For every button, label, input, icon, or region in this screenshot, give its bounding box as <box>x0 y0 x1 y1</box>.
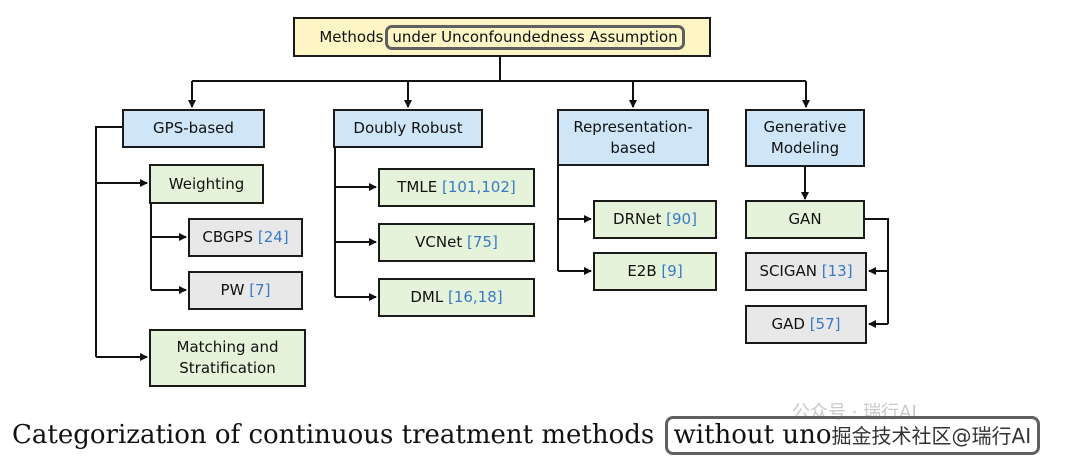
method-pw-ref: [7] <box>249 281 271 299</box>
method-tmle-ref: [101,102] <box>442 178 516 196</box>
method-matching-line2: Stratification <box>179 359 276 377</box>
root-highlight: under Unconfoundedness Assumption <box>385 24 685 50</box>
method-scigan-name: SCIGAN <box>759 262 817 280</box>
method-gad: GAD [57] <box>745 305 867 344</box>
category-doubly-robust: Doubly Robust <box>333 109 483 148</box>
method-dml: DML [16,18] <box>378 278 535 317</box>
root-node: Methods under Unconfoundedness Assumptio… <box>293 17 711 57</box>
method-tmle: TMLE [101,102] <box>378 168 535 207</box>
method-e2b-name: E2B <box>627 262 657 280</box>
method-gan-label: GAN <box>788 210 822 228</box>
method-cbgps-ref: [24] <box>257 228 289 246</box>
category-representation-line1: Representation- <box>573 117 693 136</box>
caption-highlight-text: without uno <box>673 420 832 450</box>
method-vcnet-ref: [75] <box>467 233 498 251</box>
category-generative-line2: Modeling <box>770 139 840 157</box>
method-drnet-name: DRNet <box>613 210 662 228</box>
caption-highlight: without uno掘金技术社区@瑞行AI <box>664 416 1041 455</box>
method-vcnet: VCNet [75] <box>378 223 535 262</box>
connector-gps-spine <box>95 126 122 357</box>
method-gad-ref: [57] <box>809 315 841 333</box>
category-gps-based-label: GPS-based <box>153 119 234 137</box>
method-dml-name: DML <box>410 288 444 306</box>
method-e2b: E2B [9] <box>593 252 717 291</box>
method-e2b-ref: [9] <box>661 262 683 280</box>
category-representation-line2: based <box>610 138 656 157</box>
method-drnet-ref: [90] <box>666 210 697 228</box>
category-gps-based: GPS-based <box>122 109 265 148</box>
method-scigan: SCIGAN [13] <box>745 252 867 291</box>
method-vcnet-name: VCNet <box>415 233 463 251</box>
method-gan: GAN <box>745 200 865 239</box>
method-cbgps: CBGPS [24] <box>188 218 303 257</box>
category-doubly-robust-label: Doubly Robust <box>353 119 463 137</box>
category-generative-modeling: Generative Modeling <box>745 109 865 167</box>
method-pw-name: PW <box>220 281 245 299</box>
method-dml-ref: [16,18] <box>447 288 503 306</box>
method-weighting-label: Weighting <box>168 174 245 193</box>
method-pw: PW [7] <box>188 271 303 310</box>
method-cbgps-name: CBGPS <box>202 228 254 246</box>
method-gad-name: GAD <box>771 315 805 333</box>
caption: Categorization of continuous treatment m… <box>12 415 1041 455</box>
method-tmle-name: TMLE <box>397 178 438 196</box>
method-matching-stratification: Matching and Stratification <box>149 329 306 387</box>
caption-watermark-overlay: 掘金技术社区@瑞行AI <box>831 424 1032 448</box>
method-weighting: Weighting <box>149 164 264 204</box>
method-scigan-ref: [13] <box>821 262 853 280</box>
connector-gan-spine <box>864 218 889 324</box>
root-prefix: Methods <box>319 27 384 46</box>
caption-prefix: Categorization of continuous treatment m… <box>12 420 655 450</box>
category-generative-line1: Generative <box>763 118 847 136</box>
method-drnet: DRNet [90] <box>593 200 717 239</box>
category-representation-based: Representation- based <box>557 109 709 166</box>
method-matching-line1: Matching and <box>176 338 279 356</box>
